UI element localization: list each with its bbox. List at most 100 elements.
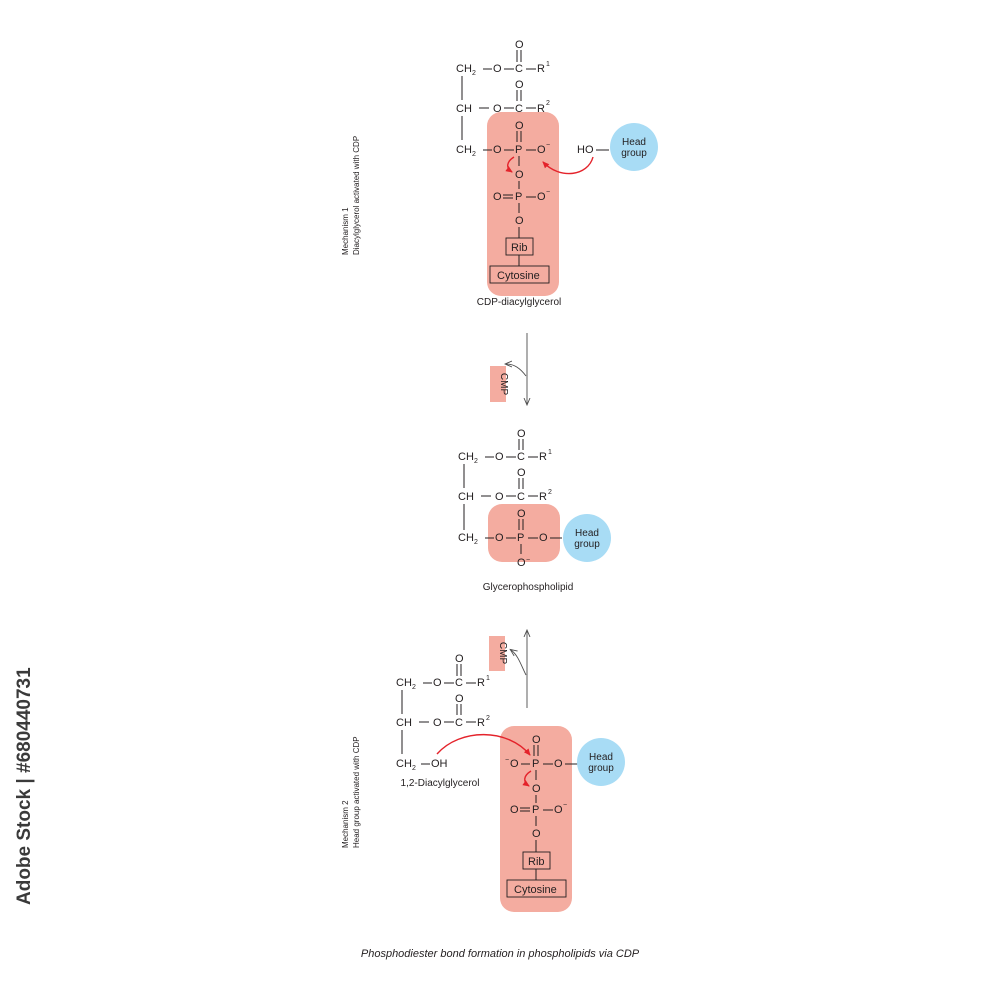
- svg-text:O: O: [515, 79, 524, 91]
- svg-text:O: O: [495, 491, 504, 503]
- svg-text:−: −: [526, 557, 530, 564]
- svg-text:Rib: Rib: [528, 856, 545, 868]
- diacylglycerol-label: 1,2-Diacylglycerol: [401, 778, 480, 789]
- svg-text:P: P: [532, 804, 539, 816]
- svg-text:O: O: [539, 532, 548, 544]
- svg-text:R: R: [537, 103, 545, 115]
- svg-text:O: O: [515, 39, 524, 51]
- svg-text:P: P: [515, 191, 522, 203]
- rib-label: Rib: [511, 242, 528, 254]
- reaction-arrow-down: CMP: [490, 333, 527, 404]
- mechanism1-structure: Mechanism 1 Diacylglycerol activated wit…: [341, 39, 658, 308]
- svg-text:O: O: [493, 144, 502, 156]
- svg-text:C: C: [455, 717, 463, 729]
- svg-text:O: O: [517, 557, 526, 569]
- cmp-label-1: CMP: [498, 373, 509, 396]
- svg-text:1: 1: [548, 449, 552, 456]
- svg-text:CH: CH: [458, 532, 474, 544]
- svg-text:O: O: [532, 828, 541, 840]
- svg-text:CH: CH: [396, 717, 412, 729]
- svg-text:O: O: [510, 758, 519, 770]
- svg-text:2: 2: [472, 151, 476, 158]
- svg-text:O: O: [455, 653, 464, 665]
- svg-text:−: −: [563, 802, 567, 809]
- svg-text:O: O: [433, 717, 442, 729]
- svg-text:O: O: [517, 508, 526, 520]
- svg-text:CH: CH: [458, 491, 474, 503]
- svg-text:C: C: [455, 677, 463, 689]
- svg-text:Head: Head: [575, 528, 599, 539]
- cytosine-box-2: [506, 879, 567, 898]
- cdp-diacylglycerol-label: CDP-diacylglycerol: [477, 297, 561, 308]
- cmp-box-2: [489, 636, 505, 671]
- figure-caption: Phosphodiester bond formation in phospho…: [361, 948, 640, 960]
- svg-text:O: O: [515, 169, 524, 181]
- svg-text:R: R: [477, 677, 485, 689]
- svg-text:2: 2: [412, 684, 416, 691]
- svg-text:O: O: [554, 758, 563, 770]
- svg-text:R: R: [477, 717, 485, 729]
- oh-label: OH: [431, 758, 448, 770]
- svg-text:group: group: [574, 539, 600, 550]
- svg-text:group: group: [621, 148, 647, 159]
- svg-text:O: O: [517, 428, 526, 440]
- svg-text:R: R: [539, 491, 547, 503]
- svg-text:O: O: [537, 144, 546, 156]
- svg-text:O: O: [495, 451, 504, 463]
- svg-text:R: R: [537, 63, 545, 75]
- mechanism2-subtitle: Head group activated with CDP: [352, 736, 361, 848]
- svg-text:O: O: [554, 804, 563, 816]
- svg-text:O: O: [510, 804, 519, 816]
- reaction-arrow-up: CMP: [489, 631, 527, 708]
- mechanism1-title: Mechanism 1: [341, 207, 350, 255]
- svg-text:2: 2: [548, 489, 552, 496]
- bond-break-arrow-2: [522, 770, 532, 787]
- nucleophilic-attack-arrow-2: [436, 734, 531, 756]
- svg-text:O: O: [532, 734, 541, 746]
- svg-text:group: group: [588, 763, 614, 774]
- svg-text:P: P: [515, 144, 522, 156]
- svg-text:CH: CH: [458, 451, 474, 463]
- svg-text:C: C: [517, 451, 525, 463]
- head-group-circle-3: [577, 738, 625, 786]
- svg-text:O: O: [433, 677, 442, 689]
- cmp-label-2: CMP: [497, 642, 508, 665]
- stock-id-watermark: Adobe Stock | #680440731: [14, 667, 35, 905]
- svg-text:O: O: [515, 120, 524, 132]
- svg-text:O: O: [532, 783, 541, 795]
- svg-text:CH: CH: [456, 144, 472, 156]
- svg-text:2: 2: [474, 539, 478, 546]
- svg-text:CH: CH: [396, 758, 412, 770]
- svg-text:2: 2: [486, 715, 490, 722]
- svg-text:O: O: [515, 215, 524, 227]
- svg-text:P: P: [517, 532, 524, 544]
- cmp-box-1: [490, 366, 506, 402]
- svg-text:CH: CH: [396, 677, 412, 689]
- svg-text:−: −: [505, 757, 509, 764]
- head-group-circle-1: [610, 123, 658, 171]
- phosphate-highlight-box: [488, 504, 560, 562]
- mechanism1-subtitle: Diacylglycerol activated with CDP: [352, 136, 361, 255]
- svg-text:O: O: [493, 191, 502, 203]
- svg-text:Cytosine: Cytosine: [514, 884, 557, 896]
- svg-text:Head: Head: [589, 752, 613, 763]
- svg-text:2: 2: [474, 458, 478, 465]
- svg-text:O: O: [537, 191, 546, 203]
- cytosine-box: [489, 265, 550, 284]
- svg-text:C: C: [517, 491, 525, 503]
- svg-text:O: O: [495, 532, 504, 544]
- ch-label: CH: [456, 103, 472, 115]
- head-group-circle-2: [563, 514, 611, 562]
- svg-text:Head: Head: [622, 137, 646, 148]
- cytosine-label: Cytosine: [497, 270, 540, 282]
- svg-text:P: P: [532, 758, 539, 770]
- svg-text:O: O: [517, 467, 526, 479]
- mechanism2-title: Mechanism 2: [341, 800, 350, 848]
- product-structure: CH 2 O C O R 1 CH O C O R 2 CH 2 O P O: [458, 428, 611, 593]
- svg-text:−: −: [546, 142, 550, 149]
- svg-text:O: O: [493, 63, 502, 75]
- svg-text:C: C: [515, 103, 523, 115]
- svg-text:1: 1: [486, 675, 490, 682]
